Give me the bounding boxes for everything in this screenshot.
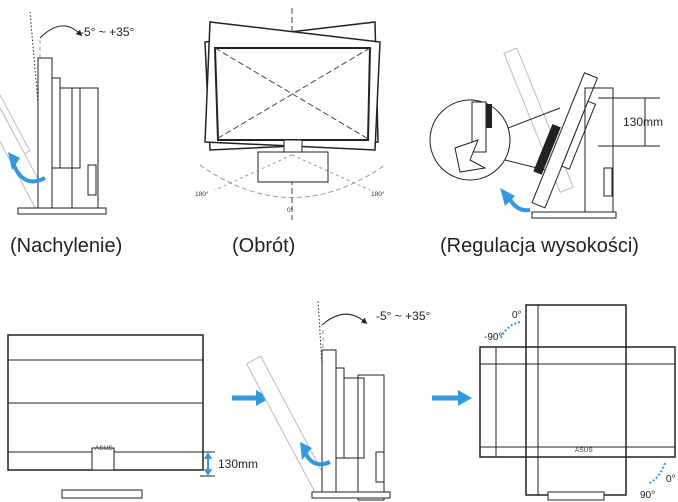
- pivot-brand: ASUS: [575, 447, 593, 454]
- pivot-top-zero: 0°: [512, 310, 522, 321]
- tilt-arc: [39, 25, 83, 39]
- tilt2-range-label: -5° ~ +35°: [376, 309, 431, 323]
- height-base: [531, 211, 617, 219]
- swivel-screen-rotated-left: [204, 21, 381, 151]
- swivel-caption: (Obrót): [232, 235, 295, 257]
- swivel-panel: 180° 180° 0° (Obrót): [195, 8, 386, 257]
- height-panel: 130mm (Regulacja wysokości): [429, 47, 663, 257]
- front-measure-label: 130mm: [218, 457, 258, 471]
- pivot-panel: ASUS 0° -90° 0° 90°: [479, 304, 676, 501]
- tilt2-monitor-ghost: [245, 355, 332, 497]
- tilt2-monitor-side: [311, 349, 391, 501]
- pivot-bottom-pos: 90°: [640, 490, 655, 501]
- front-brand: ASUS: [95, 445, 113, 452]
- tilt2-panel: -5° ~ +35°: [245, 299, 431, 501]
- height-measure-label: 130mm: [623, 115, 663, 129]
- pivot-portrait-screen: [525, 304, 627, 496]
- swivel-arc: [199, 164, 386, 198]
- swivel-left-angle: 180°: [195, 190, 209, 198]
- tilt-range-label: -5° ~ +35°: [80, 25, 135, 39]
- front-base: [61, 489, 143, 499]
- pivot-top-neg: -90°: [484, 332, 502, 343]
- front-view-panel: ASUS 130mm: [7, 334, 258, 499]
- pivot-top-arc: [499, 321, 521, 341]
- pivot-bottom-arc: [647, 462, 666, 485]
- height-caption: (Regulacja wysokości): [440, 235, 639, 257]
- front-neck: [91, 447, 115, 471]
- height-monitor-side: [531, 72, 599, 209]
- swivel-base: [257, 151, 329, 183]
- swivel-center-angle: 0°: [287, 206, 294, 214]
- tilt-panel: -5° ~ +35° (Nachylenie): [0, 11, 135, 257]
- swivel-right-angle: 180°: [371, 190, 385, 198]
- monitor-side-upright: [17, 57, 107, 215]
- pivot-bottom-zero: 0°: [666, 474, 676, 485]
- tilt-caption: (Nachylenie): [10, 235, 122, 257]
- pivot-landscape-screen: [479, 346, 676, 458]
